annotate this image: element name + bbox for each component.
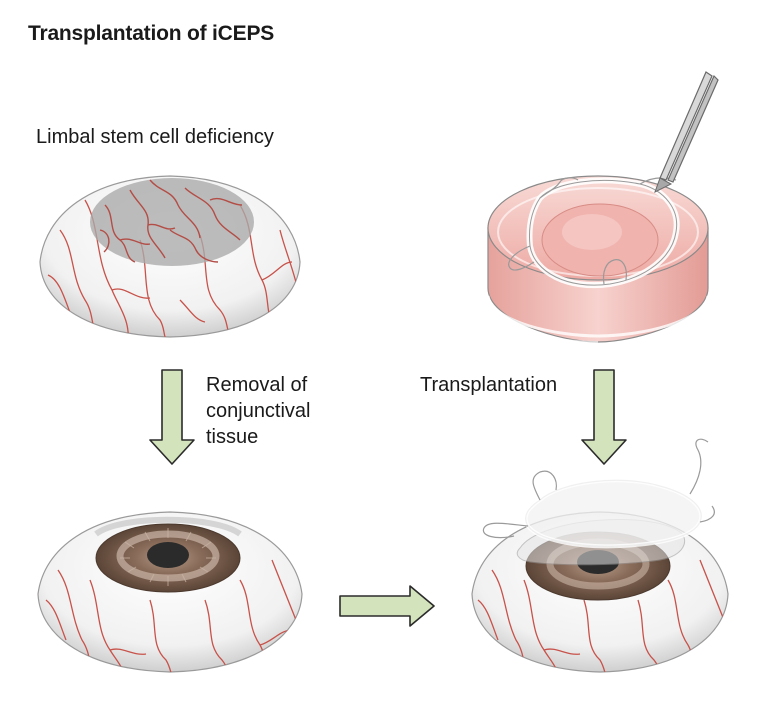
corneal-neovascularization: [99, 179, 243, 263]
arrow-down-transplantation: [581, 369, 627, 465]
tweezers-icon: [654, 71, 719, 194]
pupil: [147, 542, 189, 568]
label-transplantation: Transplantation: [420, 374, 558, 396]
culture-dish: [486, 175, 710, 343]
arrow-right: [339, 585, 435, 627]
corneal-haze: [90, 178, 254, 266]
figure-title: Transplantation of iCEPS: [28, 22, 275, 45]
eye-deficient: [39, 175, 301, 338]
label-removal-line-2: conjunctival: [206, 400, 311, 422]
label-removal-line-3: tissue: [206, 426, 259, 448]
carrier-ring: [482, 438, 715, 549]
label-removal-line-1: Removal of: [206, 374, 308, 396]
label-removal-of-conjunctival-tissue: Removal of conjunctival tissue: [206, 372, 366, 450]
eye-after-removal: [37, 511, 303, 673]
arrow-down-removal: [149, 369, 195, 465]
label-limbal-stem-cell-deficiency: Limbal stem cell deficiency: [36, 126, 274, 148]
